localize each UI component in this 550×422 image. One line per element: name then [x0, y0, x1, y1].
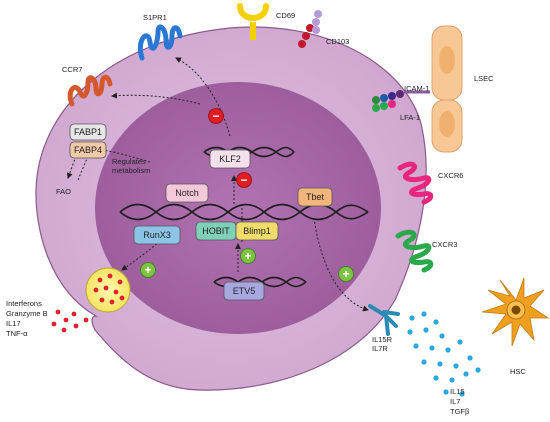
label-tnfa: TNF-α	[6, 329, 28, 338]
cd69-molecule	[237, 3, 269, 40]
label-cd69: CD69	[276, 11, 295, 20]
il15r-receptor	[368, 304, 400, 336]
svg-text:KLF2: KLF2	[219, 154, 241, 164]
label-ccr7: CCR7	[62, 65, 82, 74]
svg-text:ETV5: ETV5	[233, 286, 256, 296]
svg-text:HOBIT: HOBIT	[202, 226, 230, 236]
hobit-box: HOBIT	[195, 221, 237, 241]
ccr7-receptor	[67, 74, 113, 107]
lsec-cells	[431, 25, 463, 153]
nucleus	[95, 82, 381, 334]
klf2-box: KLF2	[209, 149, 251, 169]
tbet-box: Tbet	[297, 187, 333, 207]
hsc-cell	[481, 277, 550, 347]
svg-text:FABP1: FABP1	[74, 127, 102, 137]
svg-text:+: +	[244, 249, 251, 263]
cxcr6-receptor	[397, 161, 434, 205]
label-granzyme: Granzyme B	[6, 309, 48, 318]
label-hsc: HSC	[510, 367, 526, 376]
label-interferons: Interferons	[6, 299, 42, 308]
released-granules	[51, 309, 89, 333]
svg-text:Blimp1: Blimp1	[243, 226, 271, 236]
plus-sign-tbet: +	[338, 266, 354, 282]
cd103-molecule	[298, 10, 322, 48]
svg-text:Notch: Notch	[175, 188, 199, 198]
runx3-box: RunX3	[133, 225, 181, 245]
label-lsec: LSEC	[474, 74, 494, 83]
icam1-lfa1-binding	[372, 90, 430, 112]
minus-sign-klf2-lower: −	[236, 172, 252, 188]
plus-sign-etv5: +	[240, 248, 256, 264]
label-fao: FAO	[56, 187, 71, 196]
label-lfa1: LFA-1	[400, 113, 420, 122]
label-regulates: Regulates	[112, 157, 146, 166]
label-s1pr1: S1PR1	[143, 13, 167, 22]
label-il15: IL15	[450, 387, 465, 396]
s1pr1-receptor	[137, 24, 183, 61]
label-icam1: ICAM-1	[404, 84, 429, 93]
svg-text:FABP4: FABP4	[74, 145, 102, 155]
blimp1-box: Blimp1	[235, 221, 279, 241]
label-il15r: IL15R	[372, 335, 393, 344]
cxcr3-receptor	[395, 229, 434, 273]
svg-text:RunX3: RunX3	[143, 230, 171, 240]
svg-text:+: +	[144, 263, 151, 277]
notch-box: Notch	[165, 183, 209, 203]
plus-sign-runx3: +	[140, 262, 156, 278]
svg-text:−: −	[212, 109, 219, 123]
label-cxcr6: CXCR6	[438, 171, 463, 180]
minus-sign-klf2-upper: −	[208, 108, 224, 124]
svg-text:+: +	[342, 267, 349, 281]
label-il7r: IL7R	[372, 344, 388, 353]
cytokine-dots	[407, 311, 481, 397]
label-tgfb: TGFβ	[450, 407, 470, 416]
label-metabolism: metabolism	[112, 166, 150, 175]
svg-text:Tbet: Tbet	[306, 192, 325, 202]
label-il17: IL17	[6, 319, 21, 328]
dna-strands	[119, 146, 369, 288]
etv5-box: ETV5	[223, 281, 265, 301]
label-cxcr3: CXCR3	[432, 240, 457, 249]
fabp1-box: FABP1	[69, 123, 107, 141]
fabp4-box: FABP4	[69, 141, 107, 159]
cytotoxic-granule-vesicle	[85, 267, 131, 313]
label-il7: IL7	[450, 397, 460, 406]
svg-text:−: −	[240, 173, 247, 187]
label-cd103: CD103	[326, 37, 349, 46]
